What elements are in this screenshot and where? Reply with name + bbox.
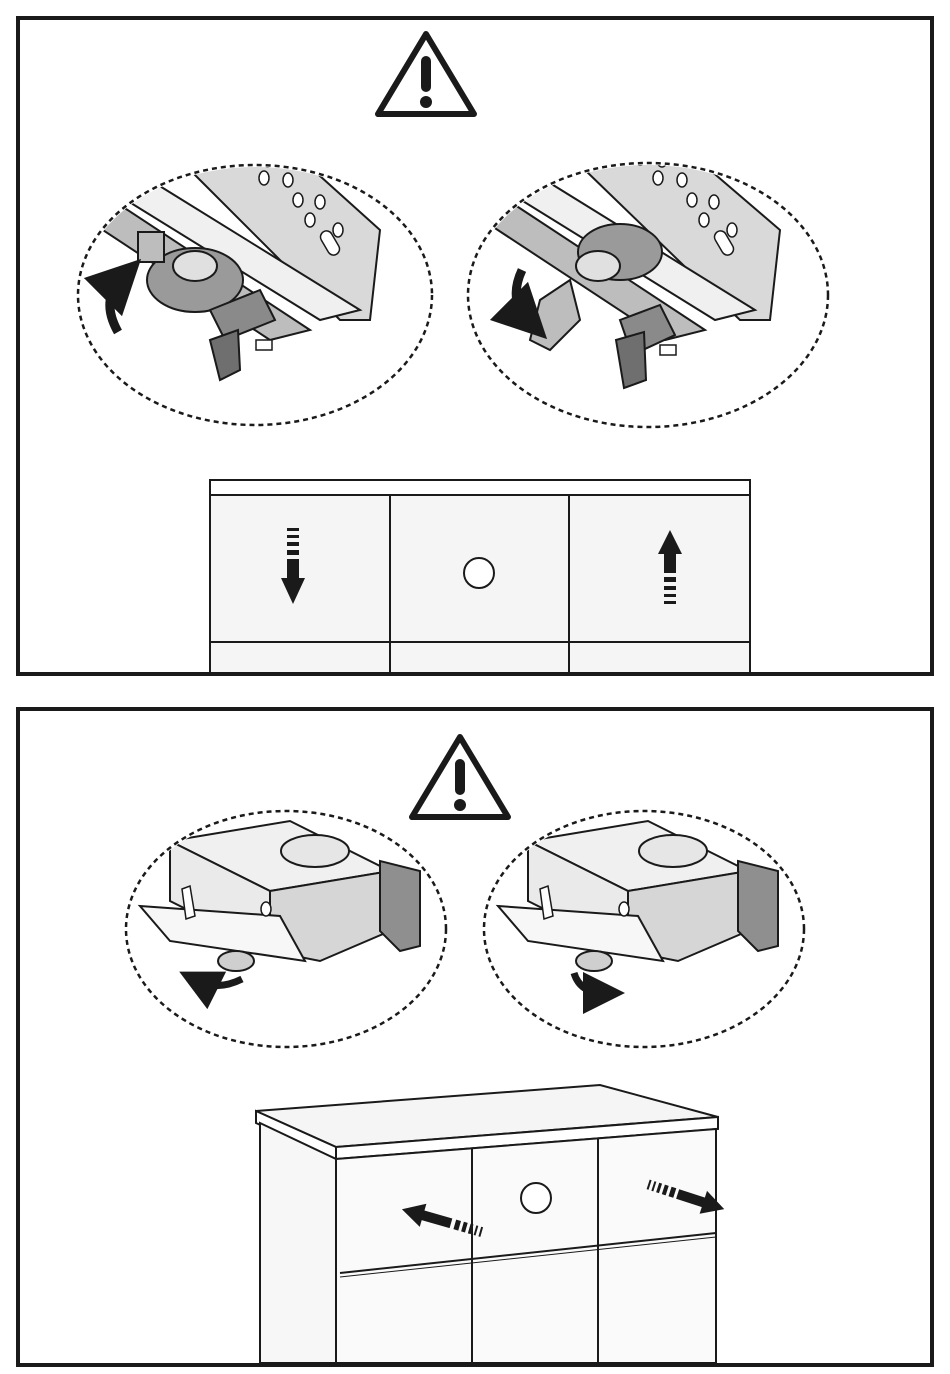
knob-icon (521, 1183, 551, 1213)
callout-lock-open (78, 140, 432, 425)
instruction-panel-lock-release (16, 16, 934, 676)
cabinet-perspective (256, 1085, 728, 1363)
cabinet-front (210, 480, 750, 672)
front-adjust-diagram (20, 711, 930, 1363)
lock-release-diagram (20, 20, 930, 672)
warning-icon (412, 737, 508, 817)
warning-icon (378, 34, 474, 114)
callout-lock-closed (468, 140, 828, 427)
instruction-panel-front-adjust (16, 707, 934, 1367)
callout-adjust-left (126, 811, 446, 1047)
knob-icon (464, 558, 494, 588)
callout-adjust-right (484, 811, 804, 1047)
